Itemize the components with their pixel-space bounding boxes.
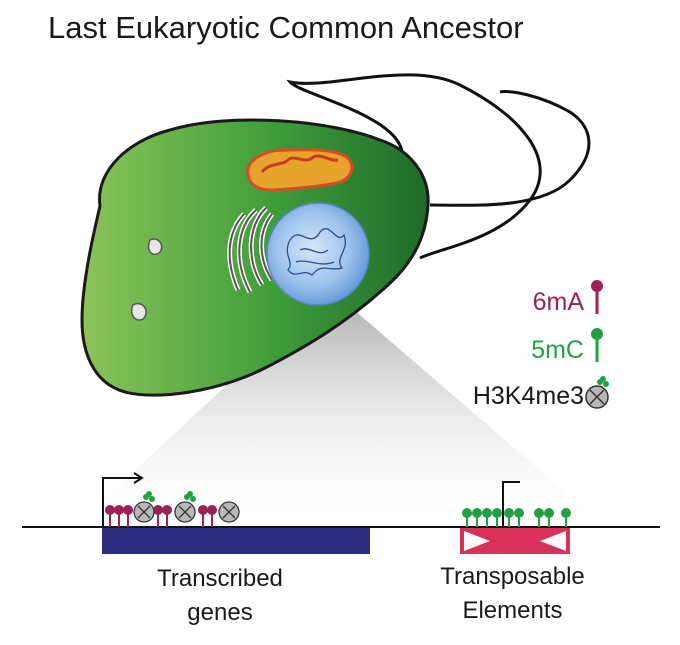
vacuole-2 (131, 303, 147, 321)
vacuole-1 (147, 238, 163, 256)
zoom-cone (80, 296, 600, 522)
legend-6ma-label: 6mA (532, 288, 584, 316)
gene-histones (133, 491, 240, 523)
tss-arrow-icon (102, 477, 140, 527)
te-caption: Transposable Elements (405, 560, 620, 628)
histone-icon (133, 491, 155, 523)
te-caption-line1: Transposable (440, 563, 585, 590)
genes-caption-line1: Transcribed (157, 565, 283, 592)
te-caption-line2: Elements (462, 597, 563, 624)
histone-icon (585, 376, 609, 409)
genes-caption-line2: genes (187, 599, 253, 626)
histone-icon (218, 501, 240, 523)
te-element (460, 528, 570, 554)
gene-bar (102, 528, 370, 554)
cell-icon (80, 118, 430, 397)
genes-caption: Transcribed genes (110, 562, 330, 630)
figure-title: Last Eukaryotic Common Ancestor (48, 10, 524, 45)
te-5mc-marks (462, 508, 571, 527)
flagellum-icon (286, 73, 591, 260)
tss-arrowhead (133, 472, 144, 484)
mitochondrion-icon (246, 148, 354, 192)
legend-5mc-label: 5mC (531, 336, 584, 364)
tss-arrow-icon (502, 481, 520, 527)
methyl-lollipop-icon (591, 280, 603, 314)
legend-h3k4me3-label: H3K4me3 (472, 382, 584, 410)
nucleus-icon (266, 202, 370, 306)
histone-icon (174, 491, 196, 523)
methyl-lollipop-icon (591, 328, 603, 362)
golgi-icon (227, 206, 275, 294)
